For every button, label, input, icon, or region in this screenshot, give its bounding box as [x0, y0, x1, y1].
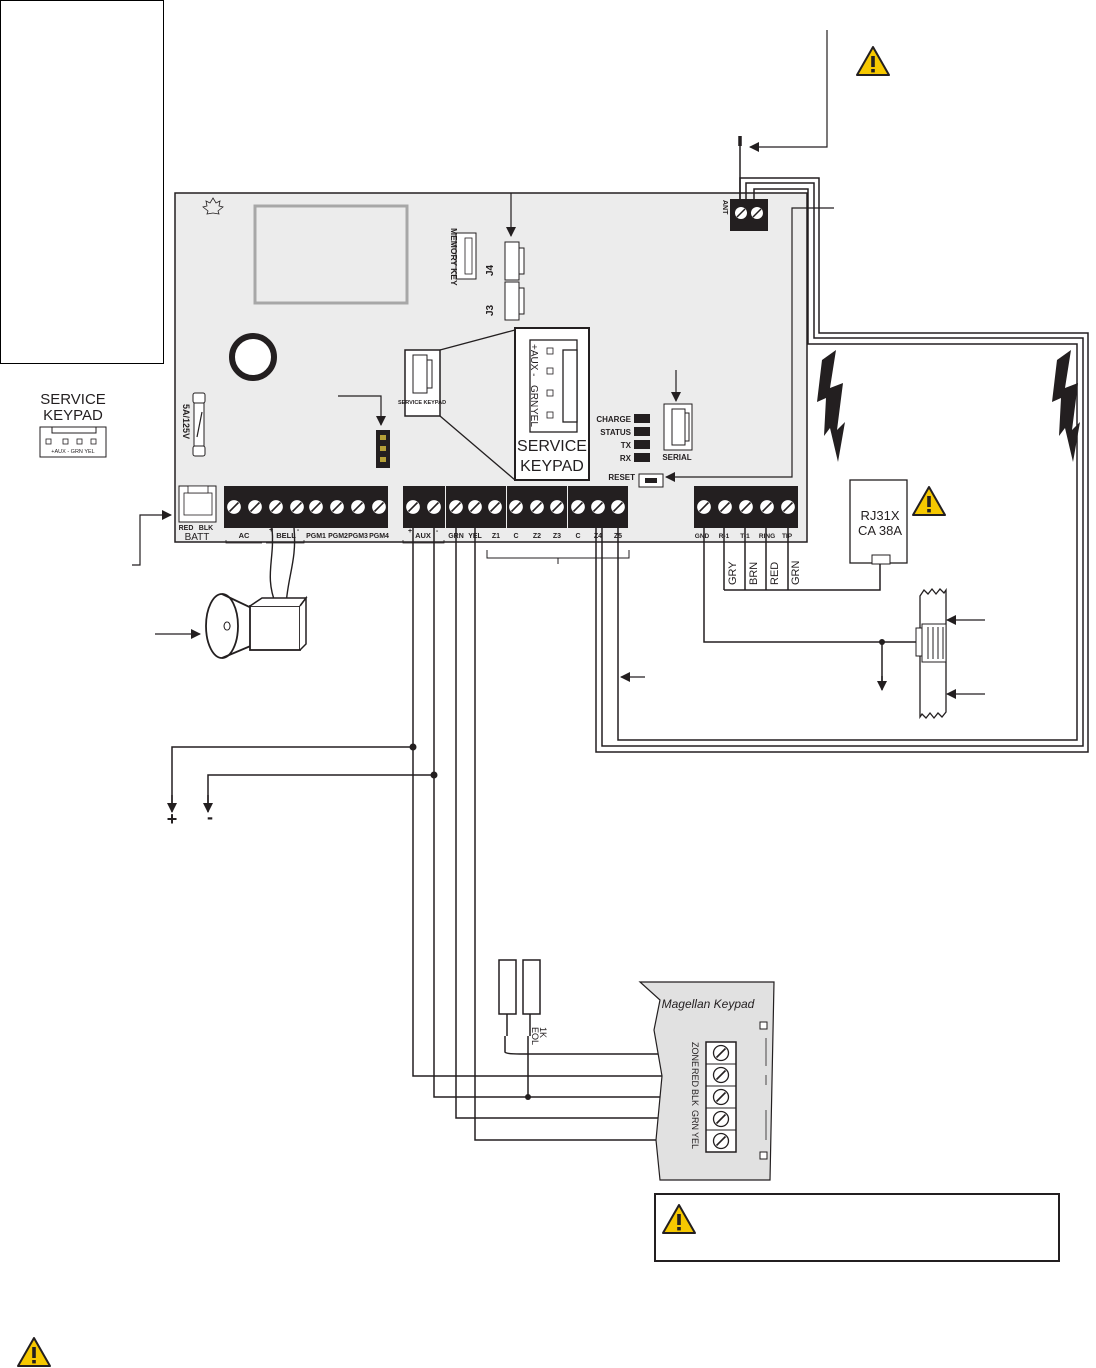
bell-plus-label: +	[269, 527, 273, 534]
terminal-ac-label: AC	[239, 531, 250, 540]
serial-connector	[663, 403, 693, 451]
keypad-terminal-block	[705, 1041, 737, 1153]
legend-keypad-label: KEYPAD	[43, 407, 103, 424]
keypad-red-label: RED	[690, 1068, 700, 1088]
keypad-title: Magellan Keypad	[662, 997, 755, 1011]
wire-grn-label: GRN	[790, 561, 802, 586]
terminal-c2-label: C	[575, 533, 580, 540]
service-keypad-large-label-2: KEYPAD	[520, 458, 584, 475]
led-rx-label: RX	[620, 454, 632, 463]
keypad-grn-label: GRN	[690, 1110, 700, 1130]
legend-service-connector	[39, 426, 107, 458]
terminal-pgm3-label: PGM3	[348, 533, 368, 540]
bell-minus-label: -	[297, 527, 300, 534]
aux-minus-label: -	[436, 528, 439, 535]
ground-pipe	[915, 587, 947, 720]
j4-connector	[504, 241, 525, 281]
telephone-wires	[703, 528, 920, 684]
terminal-block-keybus	[446, 486, 506, 528]
terminal-c1-label: C	[513, 533, 518, 540]
terminal-aux-label: AUX	[415, 531, 431, 540]
board-label-area	[253, 204, 409, 305]
service-keypad-info-box	[0, 0, 164, 364]
siren	[205, 527, 308, 659]
memory-key-label: MEMORY KEY	[449, 228, 459, 286]
service-keypad-large-label-1: SERVICE	[517, 438, 587, 455]
terminal-block-zones-b	[568, 486, 628, 528]
terminal-pgm2-label: PGM2	[328, 533, 348, 540]
service-keypad-connector	[404, 349, 441, 417]
legend-pins-label: +AUX - GRN YEL	[51, 449, 94, 455]
service-keypad-zoom	[514, 327, 590, 481]
zoom-pin-grn-label: GRN	[528, 385, 539, 407]
terminal-block-ac-bell	[224, 486, 306, 528]
serial-label: SERIAL	[662, 453, 691, 462]
status-leds	[634, 414, 650, 462]
lightning-bolt-left	[817, 350, 845, 462]
terminal-z4-label: Z4	[594, 533, 602, 540]
terminal-pgm4-label: PGM4	[369, 533, 389, 540]
batt-red-label: RED	[179, 525, 194, 532]
maple-leaf-icon	[202, 197, 224, 215]
wire-red-label: RED	[769, 562, 781, 585]
antenna-terminal-block	[730, 199, 768, 231]
led-tx-label: TX	[621, 441, 632, 450]
warning-icon-telephone	[912, 486, 946, 516]
terminal-z2-label: Z2	[533, 533, 541, 540]
keypad-warning-note	[654, 1193, 1060, 1262]
keypad-bus-wires	[171, 528, 704, 1141]
eol-1k-label: 1K	[538, 1027, 548, 1038]
j4-label: J4	[485, 264, 496, 276]
keypad-blk-label: BLK	[690, 1089, 700, 1106]
j3-label: J3	[485, 304, 496, 316]
legend-service-label: SERVICE	[40, 391, 106, 408]
terminal-pgm1-label: PGM1	[306, 533, 326, 540]
keypad-yel-label: YEL	[690, 1132, 700, 1149]
batt-label: BATT	[185, 532, 210, 543]
rj31x-label: RJ31X	[860, 508, 899, 523]
power-minus-label: -	[207, 807, 213, 827]
terminal-block-zones-a	[507, 486, 567, 528]
terminal-bell-label: BELL	[276, 531, 296, 540]
led-status-label: STATUS	[600, 428, 631, 437]
keypad-zone-label: ZONE	[690, 1042, 700, 1067]
reset-label: RESET	[608, 473, 635, 482]
service-keypad-small-label: SERVICE KEYPAD	[398, 400, 446, 406]
aux-plus-label: +	[408, 528, 412, 535]
terminal-z3-label: Z3	[553, 533, 561, 540]
fuse	[192, 392, 206, 457]
control-panel-board	[174, 192, 808, 543]
terminal-z1-label: Z1	[492, 533, 500, 540]
warning-icon-footer	[17, 1337, 51, 1367]
led-charge-label: CHARGE	[596, 415, 631, 424]
tamper-hole	[229, 333, 277, 381]
batt-blk-label: BLK	[199, 525, 213, 532]
warning-icon-antenna	[856, 46, 890, 76]
zoom-pin-aux-label: +AUX -	[528, 344, 539, 377]
ant-label: ANT	[721, 200, 728, 215]
zoom-pin-yel-label: YEL	[528, 408, 539, 427]
terminal-block-pgm	[306, 486, 388, 528]
power-plus-label: +	[167, 809, 178, 829]
eol-label: EOL	[530, 1027, 540, 1045]
terminal-ring-label: RING	[759, 533, 775, 540]
memory-key-connector	[455, 232, 477, 280]
wire-brn-label: BRN	[748, 562, 760, 585]
terminal-block-aux	[403, 486, 445, 528]
terminal-block-phone	[694, 486, 798, 528]
antenna-cable-loop	[595, 177, 1089, 753]
terminal-gnd-label: GND	[695, 533, 710, 540]
door-contact	[498, 959, 541, 1036]
ca38a-label: CA 38A	[858, 523, 902, 538]
battery-connector	[178, 485, 217, 523]
j3-connector	[504, 281, 525, 321]
lightning-bolt-right	[1052, 350, 1080, 462]
fuse-rating-label: 5A/125V	[181, 404, 191, 439]
terminal-strip	[224, 486, 798, 528]
jumper-block	[376, 430, 390, 468]
wire-gry-label: GRY	[727, 561, 739, 585]
